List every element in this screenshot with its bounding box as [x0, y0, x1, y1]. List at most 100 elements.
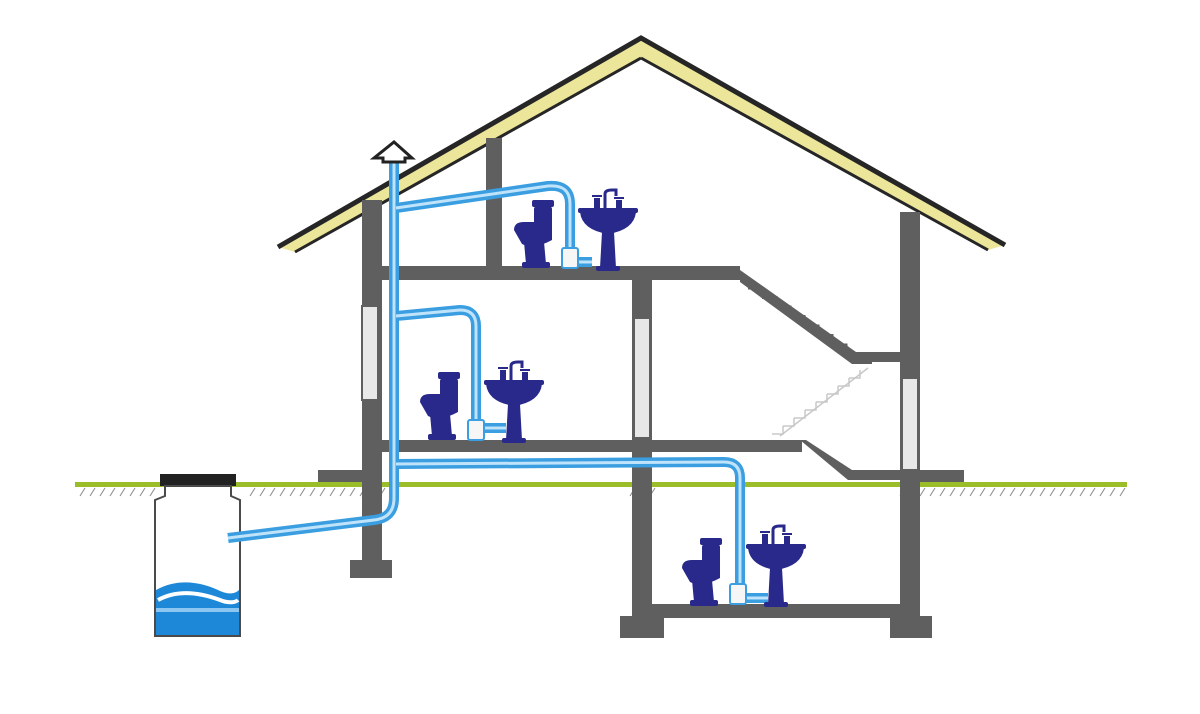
pump-unit-icon — [561, 247, 579, 269]
hatch-mark — [1069, 487, 1076, 497]
vent-stack-pipe-highlight — [227, 160, 396, 540]
first-floor-drain-pipe-highlight — [395, 308, 478, 424]
hatch-mark — [959, 487, 966, 497]
stair-step — [818, 334, 834, 345]
basement-floor-slab — [632, 604, 920, 618]
hatch-mark — [339, 487, 346, 497]
first-floor-slab — [362, 440, 802, 452]
hatch-mark — [939, 487, 946, 497]
hatch-mark — [289, 487, 296, 497]
attic-floor-slab — [362, 266, 740, 280]
roof-underside-left — [294, 56, 642, 254]
hatch-mark — [89, 487, 96, 497]
sink-icon — [746, 524, 806, 607]
hatch-mark — [319, 487, 326, 497]
hatch-mark — [989, 487, 996, 497]
hatch-mark — [329, 487, 336, 497]
hatch-mark — [1109, 487, 1116, 497]
porch-left — [318, 470, 382, 482]
hatch-mark — [929, 487, 936, 497]
stair-step — [816, 394, 828, 403]
hatch-mark — [249, 487, 256, 497]
stair-step — [790, 315, 806, 326]
stair-step — [846, 353, 862, 364]
pump-unit-icon — [467, 419, 485, 441]
stair-step — [849, 370, 861, 379]
stair-step — [794, 410, 806, 419]
staircase — [740, 270, 900, 480]
hatch-mark — [1089, 487, 1096, 497]
hatch-mark — [129, 487, 136, 497]
attic-drain-pipe-highlight — [395, 184, 572, 252]
pump-unit-icon — [729, 583, 747, 605]
drain-pipes — [227, 160, 768, 603]
sink-icon — [578, 188, 638, 271]
attic-post — [486, 138, 502, 270]
stair-step — [832, 343, 848, 355]
attic-floor-slab-right — [858, 352, 920, 362]
hatch-mark — [919, 487, 926, 497]
staircase-upper-steps — [748, 286, 862, 364]
stair-step — [762, 296, 778, 307]
roof — [276, 35, 1007, 254]
hatch-mark — [1099, 487, 1106, 497]
stair-stringer — [779, 367, 869, 437]
stair-step — [805, 402, 817, 411]
tank-lid — [160, 474, 236, 486]
hatch-mark — [149, 487, 156, 497]
vent-arrow-icon — [369, 140, 416, 164]
sink-icon — [484, 360, 544, 443]
stair-step — [838, 378, 850, 387]
middle-footing — [620, 616, 664, 638]
stair-step — [772, 426, 784, 435]
hatch-mark — [299, 487, 306, 497]
hatch-mark — [1059, 487, 1066, 497]
basement-drain-pipe-highlight — [395, 460, 742, 590]
structure — [318, 138, 964, 638]
roof-underside-right — [640, 56, 989, 252]
hatch-mark — [99, 487, 106, 497]
window-middle — [633, 317, 651, 439]
stair-step — [827, 386, 839, 395]
roof-edge — [276, 35, 1007, 250]
staircase-lower-steps — [772, 367, 869, 437]
hatch-mark — [109, 487, 116, 497]
porch-right — [900, 470, 964, 482]
fixtures — [420, 188, 806, 607]
hatch-mark — [279, 487, 286, 497]
hatch-mark — [79, 487, 86, 497]
hatch-mark — [999, 487, 1006, 497]
toilet-icon — [682, 538, 722, 606]
septic-tank — [154, 474, 241, 637]
stair-step — [783, 418, 795, 427]
ground-line — [75, 482, 1127, 487]
hatch-mark — [1029, 487, 1036, 497]
toilet-icon — [514, 200, 554, 268]
staircase-upper — [740, 270, 872, 364]
hatch-mark — [1119, 487, 1126, 497]
staircase-lower-slab — [800, 440, 900, 480]
hatch-mark — [1009, 487, 1016, 497]
tank-water-wave — [157, 591, 240, 605]
hatch-mark — [1079, 487, 1086, 497]
hatch-mark — [119, 487, 126, 497]
tank-water-band — [156, 608, 239, 612]
ground-hatching — [79, 487, 1126, 497]
hatch-mark — [259, 487, 266, 497]
hatch-mark — [269, 487, 276, 497]
right-footing — [890, 616, 932, 638]
hatch-mark — [139, 487, 146, 497]
window-left — [361, 305, 379, 401]
hatch-mark — [1049, 487, 1056, 497]
stair-step — [776, 305, 792, 317]
left-footing — [350, 560, 392, 578]
hatch-mark — [979, 487, 986, 497]
hatch-mark — [969, 487, 976, 497]
hatch-mark — [1039, 487, 1046, 497]
stair-step — [748, 286, 764, 298]
hatch-mark — [949, 487, 956, 497]
hatch-mark — [349, 487, 356, 497]
stair-step — [804, 324, 820, 336]
